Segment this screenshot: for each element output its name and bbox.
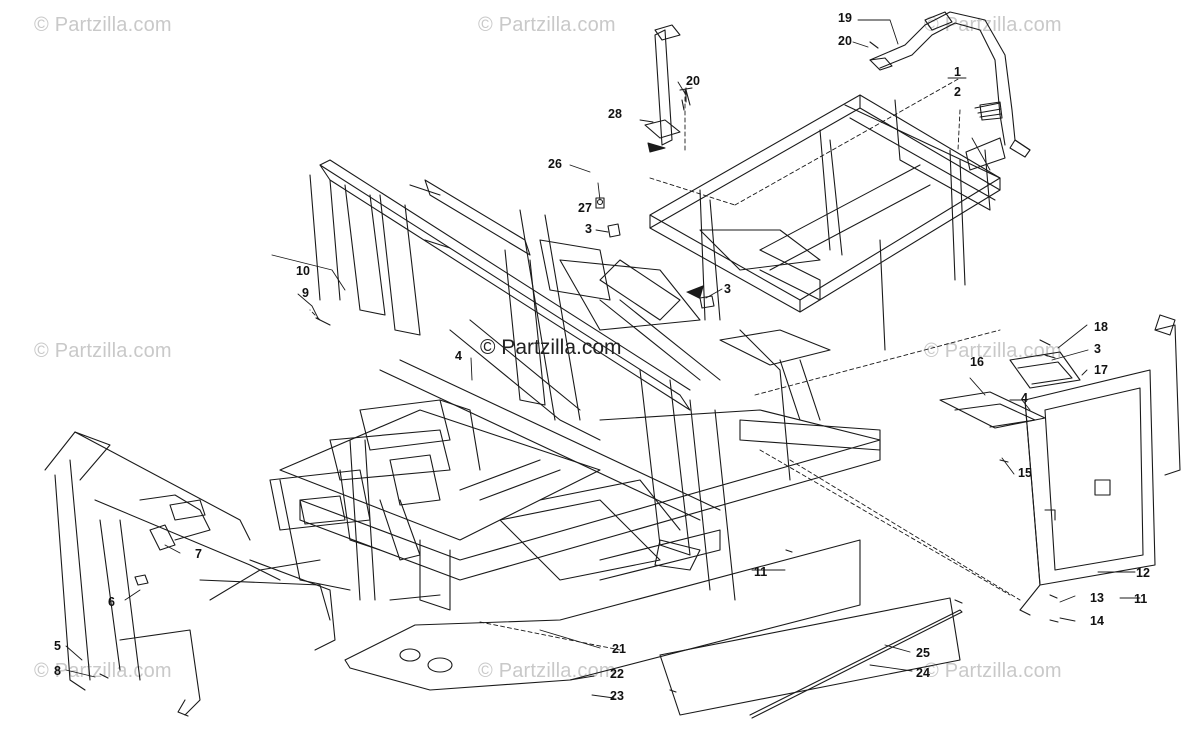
callout-19[interactable]: 19	[838, 11, 852, 25]
watermark: © Partzilla.com	[924, 14, 1062, 36]
leader-lines	[309, 77, 1021, 651]
callout-22[interactable]: 22	[610, 667, 624, 681]
center-watermark: © Partzilla.com	[480, 336, 622, 359]
center-frame	[379, 229, 881, 521]
grab-bar	[869, 11, 1031, 158]
callout-2[interactable]: 2	[954, 85, 961, 99]
hardware	[99, 41, 1059, 693]
callout-10[interactable]: 10	[296, 264, 310, 278]
callout-27[interactable]: 27	[578, 201, 592, 215]
callout-1[interactable]: 1	[954, 65, 961, 79]
callout-12[interactable]: 12	[1136, 566, 1150, 580]
callout-20[interactable]: 20	[686, 74, 700, 88]
rear-cage	[649, 94, 1001, 351]
side-rails	[309, 159, 791, 601]
rear-panel	[1009, 314, 1181, 616]
watermark: © Partzilla.com	[478, 14, 616, 36]
watermark: © Partzilla.com	[34, 14, 172, 36]
lower-frame	[279, 409, 881, 611]
callout-leaders	[65, 19, 1141, 699]
callout-25[interactable]: 25	[916, 646, 930, 660]
callout-14[interactable]: 14	[1090, 614, 1104, 628]
watermark: © Partzilla.com	[34, 340, 172, 362]
callout-15[interactable]: 15	[1018, 466, 1032, 480]
watermark: © Partzilla.com	[924, 660, 1062, 682]
watermark: © Partzilla.com	[478, 660, 616, 682]
bracket-assembly	[939, 351, 1081, 429]
callout-11[interactable]: 11	[1134, 592, 1148, 606]
callout-18[interactable]: 18	[1094, 320, 1108, 334]
callout-4[interactable]: 4	[1021, 391, 1028, 405]
callout-16[interactable]: 16	[970, 355, 984, 369]
callout-3[interactable]: 3	[1094, 342, 1101, 356]
callout-8[interactable]: 8	[54, 664, 61, 678]
callout-13[interactable]: 13	[1090, 591, 1104, 605]
callout-20[interactable]: 20	[838, 34, 852, 48]
callout-6[interactable]: 6	[108, 595, 115, 609]
support-brace	[644, 24, 685, 153]
front-bumper	[44, 431, 336, 717]
callout-3[interactable]: 3	[724, 282, 731, 296]
callout-9[interactable]: 9	[302, 286, 309, 300]
callout-21[interactable]: 21	[612, 642, 626, 656]
callout-24[interactable]: 24	[916, 666, 930, 680]
callout-5[interactable]: 5	[54, 639, 61, 653]
callout-7[interactable]: 7	[195, 547, 202, 561]
callout-23[interactable]: 23	[610, 689, 624, 703]
callout-17[interactable]: 17	[1094, 363, 1108, 377]
front-frame	[269, 399, 481, 601]
skid-plates	[344, 539, 963, 719]
callout-28[interactable]: 28	[608, 107, 622, 121]
callout-4[interactable]: 4	[455, 349, 462, 363]
callout-3[interactable]: 3	[585, 222, 592, 236]
callout-11[interactable]: 11	[754, 565, 768, 579]
callout-26[interactable]: 26	[548, 157, 562, 171]
watermark: © Partzilla.com	[924, 340, 1062, 362]
direction-arrows	[686, 285, 704, 299]
